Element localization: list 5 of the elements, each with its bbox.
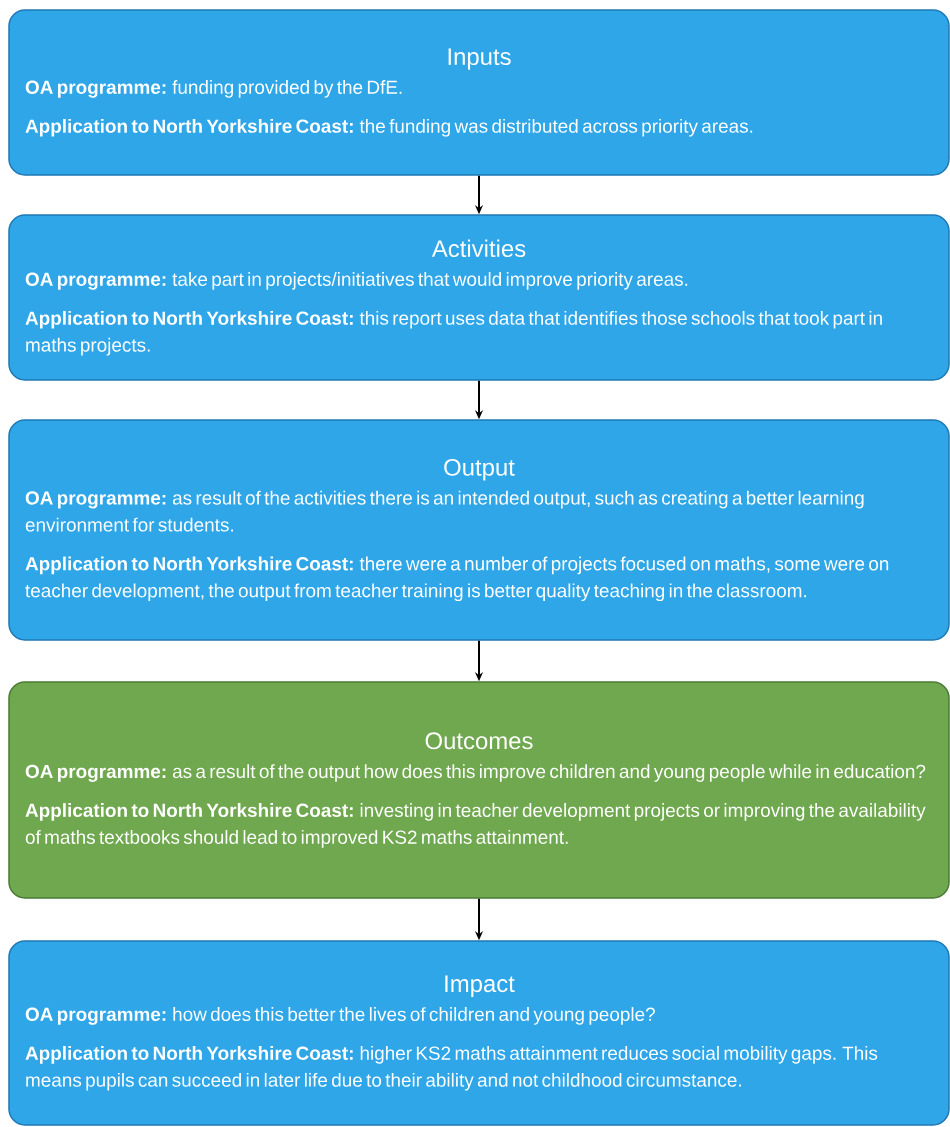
process-box: Outcomes OA programme: as a result of the output how does this improve children and young people while in education? Application to North Yorkshire Coast: investing in teacher development projects or improving the availability of maths textbooks should lead to improved KS2 maths attainment. — [8, 681, 950, 899]
process-box: Impact OA programme: how does this better the lives of children and young people? Application to North Yorkshire Coast: higher KS2 maths attainment reduces social mobility gaps. This means pupils can succeed in later life due to their ability and not childhood circumstance. — [8, 940, 950, 1126]
process-box: Activities OA programme: take part in projects/initiatives that would improve priority areas. Application to North Yorkshire Coast: this report uses data that identifies those schools that took part in maths projects. — [8, 214, 950, 381]
process-box: Output OA programme: as result of the activities there is an intended output, such as creating a better learning environment for students. Application to North Yorkshire Coast: there were a number of projects focused on maths, some were on teacher development, the output from teacher training is better quality teaching in the classroom. — [8, 419, 950, 641]
process-box: Inputs OA programme: funding provided by the DfE. Application to North Yorkshire Coast: the funding was distributed across priority areas. — [8, 9, 950, 176]
